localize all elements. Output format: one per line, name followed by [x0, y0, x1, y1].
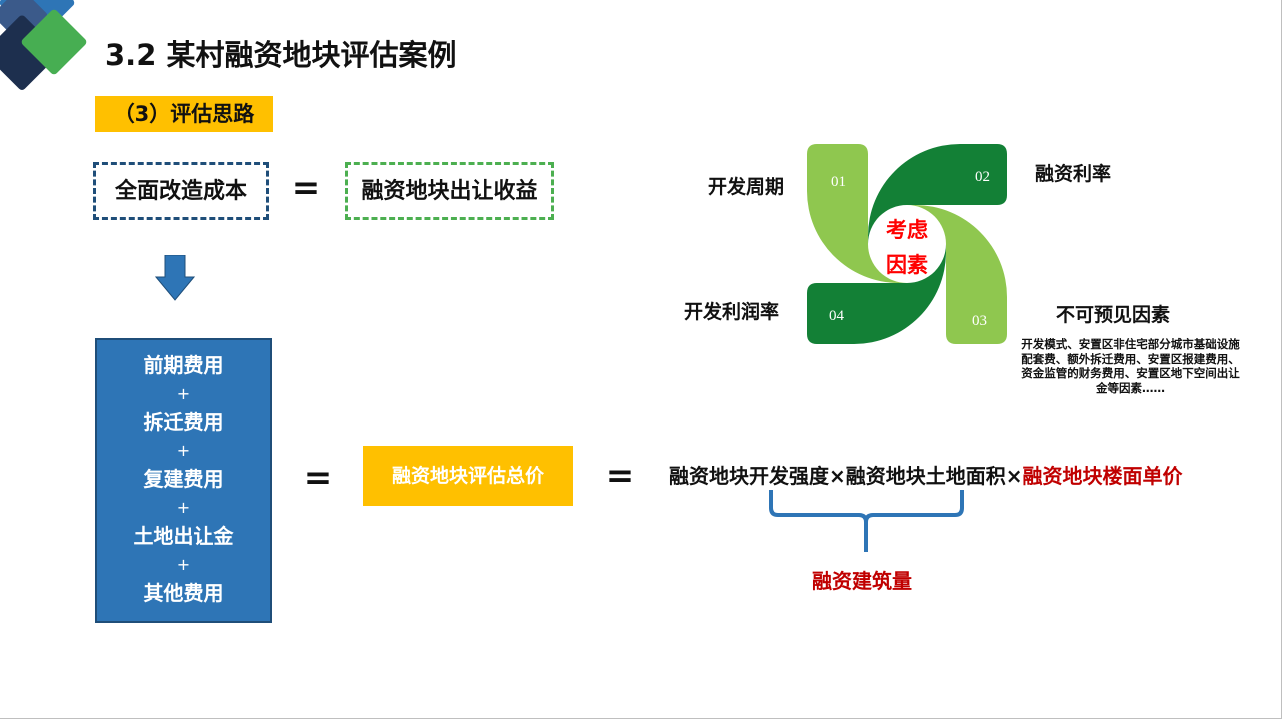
arrow-down-icon — [155, 255, 195, 301]
center-label: 因素 — [886, 253, 928, 277]
valuation-formula: 融资地块开发强度×融资地块土地面积×融资地块楼面单价 — [669, 460, 1183, 489]
factor-number: 01 — [831, 174, 846, 190]
factor-number: 02 — [975, 169, 990, 185]
section-label: （3）评估思路 — [95, 96, 273, 132]
cost-breakdown-box: 前期费用 + 拆迁费用 + 复建费用 + 土地出让金 + 其他费用 — [95, 338, 272, 623]
equals-sign: = — [303, 458, 333, 498]
factor-label-period: 开发周期 — [708, 176, 785, 198]
total-cost-box: 全面改造成本 — [93, 162, 269, 220]
equals-sign: = — [291, 168, 321, 208]
formula-unit-price: 融资地块楼面单价 — [1022, 464, 1183, 488]
factor-label-profit: 开发利润率 — [684, 301, 780, 323]
factor-label-rate: 融资利率 — [1035, 163, 1112, 185]
factor-label-unforeseen: 不可预见因素 — [1056, 304, 1171, 326]
factor-number: 03 — [972, 313, 987, 329]
center-label: 考虑 — [886, 218, 928, 242]
plus-sign: + — [176, 441, 191, 460]
times-sign: × — [829, 464, 846, 488]
cost-item: 前期费用 — [143, 353, 224, 377]
plus-sign: + — [176, 384, 191, 403]
building-volume-label: 融资建筑量 — [812, 569, 912, 593]
plus-sign: + — [176, 498, 191, 517]
factors-pinwheel: 01 02 03 04 考虑 因素 — [807, 144, 1007, 344]
total-valuation-box: 融资地块评估总价 — [363, 446, 573, 506]
cost-item: 复建费用 — [143, 467, 224, 491]
cost-item: 土地出让金 — [133, 524, 234, 548]
formula-intensity: 融资地块开发强度 — [669, 464, 829, 488]
factor-number: 04 — [829, 308, 845, 324]
formula-area: 融资地块土地面积 — [845, 464, 1006, 488]
page-title: 3.2 某村融资地块评估案例 — [105, 38, 457, 72]
plus-sign: + — [176, 555, 191, 574]
times-sign: × — [1005, 464, 1023, 488]
cost-item: 其他费用 — [143, 581, 224, 605]
land-income-box: 融资地块出让收益 — [345, 162, 554, 220]
equals-sign: = — [605, 456, 635, 496]
unforeseen-factors-note: 开发模式、安置区非住宅部分城市基础设施配套费、额外拆迁费用、安置区报建费用、资金… — [1021, 337, 1240, 395]
logo-icon — [0, 0, 87, 90]
cost-item: 拆迁费用 — [143, 410, 224, 434]
brace-icon — [769, 490, 964, 552]
